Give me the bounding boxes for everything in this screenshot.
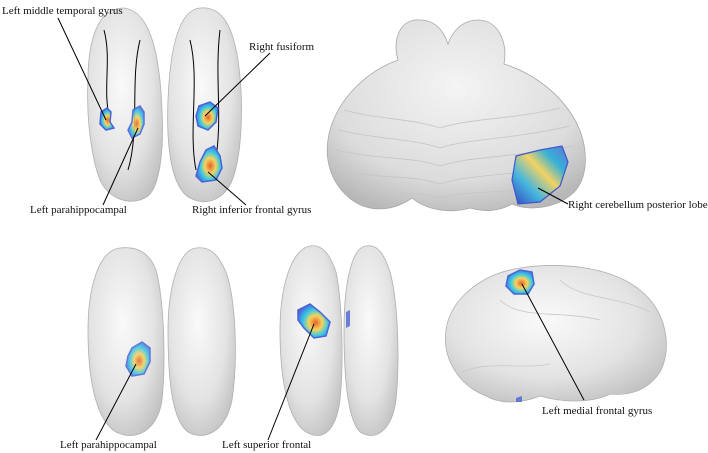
left-hemisphere-bottom: [87, 247, 165, 436]
label-left-parahippocampal-top: Left parahippocampal: [30, 204, 127, 216]
leader-lines: [57, 17, 585, 441]
label-left-parahippocampal-bottom: Left parahippocampal: [60, 439, 157, 451]
bottom-middle-brain-views: [279, 245, 399, 436]
region-labels: Left middle temporal gyrus Right fusifor…: [2, 5, 708, 451]
activation-right-cerebellum-posterior: [511, 145, 569, 205]
activation-left-parahippocampal-top: [127, 105, 145, 140]
label-right-cerebellum-posterior-lobe: Right cerebellum posterior lobe: [568, 199, 708, 211]
label-left-middle-temporal-gyrus: Left middle temporal gyrus: [2, 5, 123, 17]
bottom-left-brain-views: [87, 247, 236, 436]
top-left-brain-views: [87, 7, 242, 202]
lateral-hemisphere: [445, 265, 667, 403]
right-hemisphere-superior: [343, 245, 399, 436]
activation-left-middle-temporal: [99, 107, 116, 131]
activation-left-superior-frontal: [297, 303, 331, 339]
activation-right-superior-small: [346, 310, 350, 328]
activation-right-inferior-frontal: [195, 145, 223, 183]
label-left-superior-frontal: Left superior frontal: [222, 439, 311, 451]
label-left-medial-frontal-gyrus: Left medial frontal gyrus: [542, 405, 652, 417]
activation-left-medial-frontal: [505, 269, 535, 295]
lateral-brain-view: [445, 265, 667, 403]
label-right-inferior-frontal-gyrus: Right inferior frontal gyrus: [192, 204, 311, 216]
label-right-fusiform: Right fusiform: [249, 41, 315, 53]
cerebellum-view: [326, 19, 586, 212]
right-hemisphere-bottom: [167, 247, 236, 436]
left-hemisphere-ventral: [87, 7, 163, 202]
activation-left-parahippocampal-bottom: [125, 341, 151, 377]
activation-small-inferior: [516, 396, 522, 402]
left-hemisphere-superior: [279, 245, 343, 436]
